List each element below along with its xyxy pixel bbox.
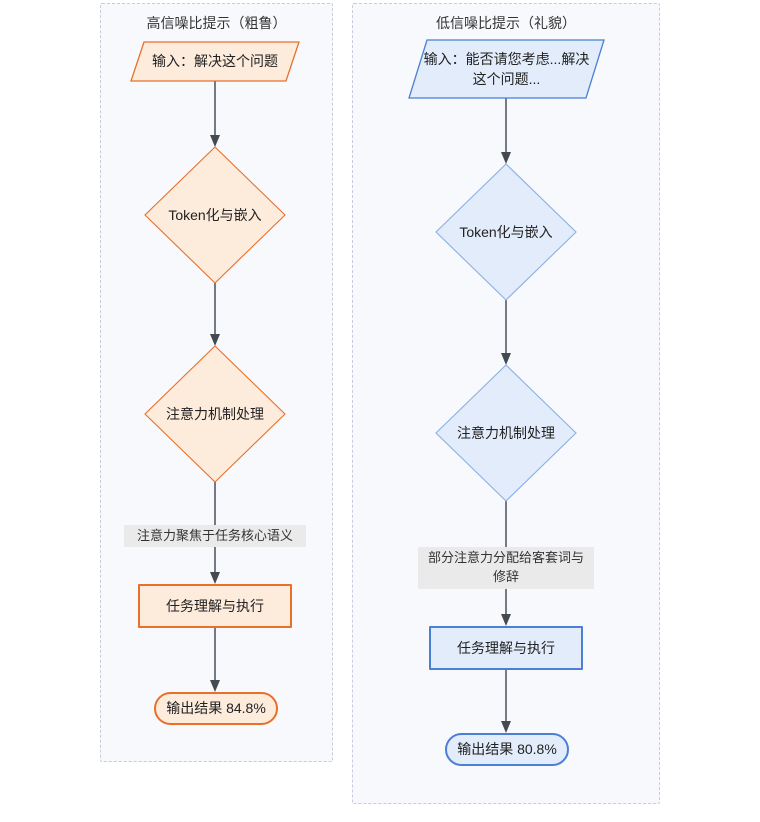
node-right-task-execution[interactable]: 任务理解与执行 xyxy=(429,626,583,670)
node-right-input[interactable]: 输入：能否请您考虑...解决 这个问题... xyxy=(408,39,605,99)
node-left-input[interactable]: 输入：解决这个问题 xyxy=(130,41,300,82)
node-right-attention[interactable]: 注意力机制处理 xyxy=(435,364,577,502)
subgraph-title-high-snr: 高信噪比提示（粗鲁） xyxy=(146,15,287,31)
edge-label-left-attention-focus: 注意力聚焦于任务核心语义 xyxy=(124,525,306,547)
node-right-tokenize[interactable]: Token化与嵌入 xyxy=(435,163,577,301)
node-left-output-label: 输出结果 84.8% xyxy=(166,700,266,717)
node-left-attention[interactable]: 注意力机制处理 xyxy=(144,345,286,483)
node-left-task-execution[interactable]: 任务理解与执行 xyxy=(138,584,292,628)
subgraph-title-low-snr: 低信噪比提示（礼貌） xyxy=(436,15,576,31)
node-right-output[interactable]: 输出结果 80.8% xyxy=(445,733,569,766)
node-left-task-execution-label: 任务理解与执行 xyxy=(166,597,264,614)
node-left-tokenize[interactable]: Token化与嵌入 xyxy=(144,146,286,284)
node-right-task-execution-label: 任务理解与执行 xyxy=(457,639,555,656)
node-right-output-label: 输出结果 80.8% xyxy=(457,741,557,758)
node-left-output[interactable]: 输出结果 84.8% xyxy=(154,692,278,725)
edge-label-right-politeness-overhead: 部分注意力分配给客套词与 修辞 xyxy=(418,547,594,589)
